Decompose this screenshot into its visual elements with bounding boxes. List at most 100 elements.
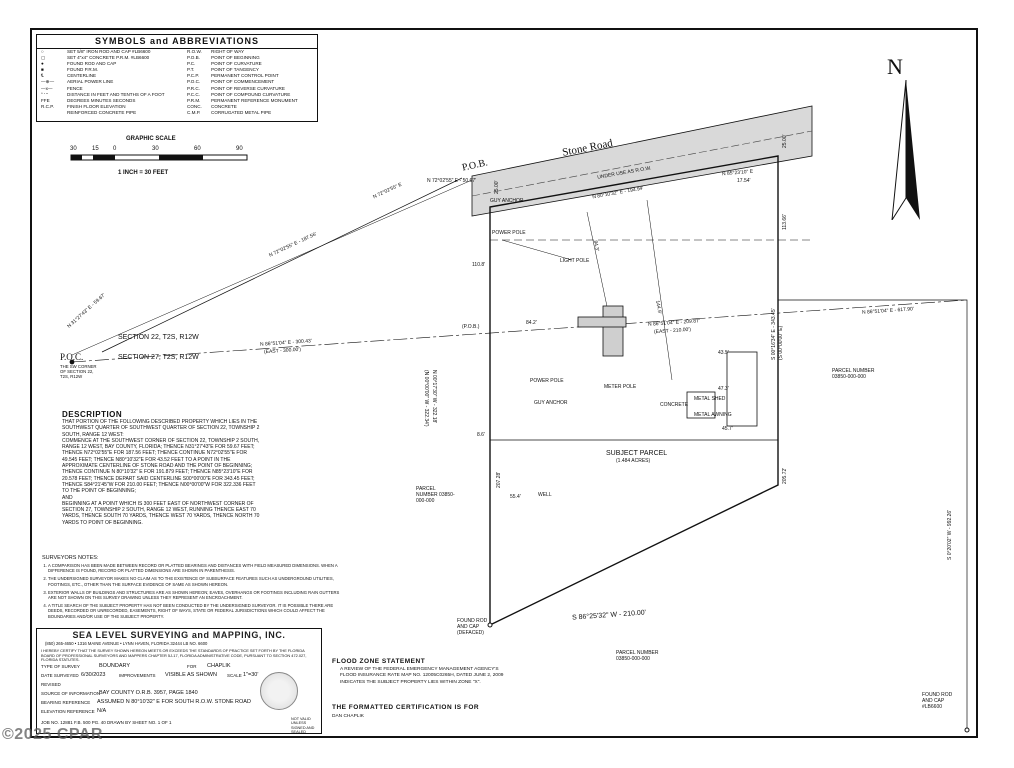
east-paren: (S 00°00'00" E) [778,325,784,360]
concrete-label: CONCRETE [660,402,689,408]
elevation-value: N/A [97,708,107,714]
legend-key: P.R.M. [187,97,201,103]
notes-title: SURVEYORS NOTES: [42,555,99,561]
legend-text: POINT OF BEGINNING [211,55,260,61]
surveyor-notes: SURVEYORS NOTES: A COMPARISON HAS BEEN M… [42,555,342,622]
flood-zone-statement: FLOOD ZONE STATEMENT A REVIEW OF THE FED… [332,658,512,686]
legend-key: C.M.P. [187,109,201,115]
source-value: BAY COUNTY O.R.B. 3957, PAGE 1840 [99,690,198,696]
scale-tick: 30 [70,146,77,152]
power-pole-label: POWER POLE [492,230,526,236]
found-rod-br-label: FOUND ROD AND CAP #LB6600 [922,692,953,710]
note-item: EXTERIOR WALLS OF BUILDINGS AND STRUCTUR… [48,590,342,600]
legend-text: CENTERLINE [67,73,97,79]
legend-text: AERIAL POWER LINE [67,79,114,85]
dist-25b: 25.00' [782,134,788,148]
poc-desc: THE SW CORNER OF SECTION 22, T2S, R12W [60,364,97,379]
scale-tick: 30 [152,146,159,152]
west-bearing: N 00°17'30" W - 322.18' [431,370,437,424]
west-paren: (N 00°00'00" W - 322.34') [423,370,429,427]
legend-text: SET 4"x4" CONCRETE P.R.M. #LB6600 [67,55,150,61]
note-item: A COMPARISON HAS BEEN MADE BETWEEN RECOR… [48,563,342,573]
scale-value: 1"=30' [243,672,259,678]
dist-45: 45.7' [722,426,733,432]
legend-text: DEGREES MINUTES SECONDS [67,97,136,103]
legal-description: DESCRIPTION THAT PORTION OF THE FOLLOWIN… [62,410,307,526]
legend-text: PERMANENT CONTROL POINT [211,73,279,79]
date-label: DATE SURVEYED [41,673,79,678]
legend-key: P.O.B. [187,55,200,61]
road-bearing-3: N 72°02'55" E - 50.67' [427,178,477,184]
date-value: 6/30/2023 [81,672,106,678]
legend-key: P.C. [187,61,196,67]
concrete-pad [726,351,758,427]
scale-tick: 90 [236,146,243,152]
legend-key: —⊕— [41,79,55,85]
scale-bar [70,154,248,161]
section-27: SECTION 27, T2S, R12W [118,354,199,361]
legend-key: ▢ [41,55,46,61]
metal-shed [686,391,716,419]
dist-205: 205.72' [782,467,788,484]
dist-47: 47.3' [718,386,729,392]
symbols-title: SYMBOLS and ABBREVIATIONS [37,36,317,49]
dist-113: 113.66' [782,214,788,230]
formatted-title: THE FORMATTED CERTIFICATION IS FOR [332,704,480,711]
power-pole-label-2: POWER POLE [530,378,564,384]
legend-text: FENCE [67,85,83,91]
dist-55: 55.4' [510,494,521,500]
parcel-right: PARCEL NUMBER 03850-000-000 [832,368,875,380]
subject-parcel-boundary [489,155,779,627]
job-row: JOB NO. 12881 F.B. 500 PG. 40 DRAWN BY S… [41,720,172,725]
legend-key: ○ [41,49,44,54]
legend-text: RIGHT OF WAY [211,49,245,54]
legend-key: P.T. [187,67,195,73]
road-centerline [471,130,813,197]
building-hatched [577,316,627,328]
legend-text: POINT OF COMMENCEMENT [211,79,275,85]
scale-tick: 0 [113,146,117,152]
guy-anchor-label-2: GUY ANCHOR [490,198,524,204]
legend-text: FINISH FLOOR ELEVATION [67,103,126,109]
legend-text: DISTANCE IN FEET AND TENTHS OF A FOOT [67,91,165,97]
acreage: (1.484 ACRES) [616,458,651,464]
flood-body: A REVIEW OF THE FEDERAL EMERGENCY MANAGE… [340,667,504,685]
description-title: DESCRIPTION [62,410,123,419]
far-right-bearing: S 0°20'02" W - 992.26' [947,509,953,560]
legend-key: CONC. [187,103,202,109]
section-line [71,299,968,363]
scale-label: SCALE [227,673,242,678]
legend-key: ° ' " [41,91,48,97]
light-pole-line [501,239,573,261]
parcel-bottom: PARCEL NUMBER 03850-000-000 [616,650,659,662]
symbols-left-text: SET 5/8" IRON ROD AND CAP #LB6600 SET 4"… [67,49,165,116]
surveyor-seal-icon [260,672,298,710]
survey-sheet: SYMBOLS and ABBREVIATIONS ○ ▢ ● ■ ℄ —⊕— … [30,28,978,738]
flood-title: FLOOD ZONE STATEMENT [332,658,426,665]
symbols-right-keys: R.O.W. P.O.B. P.C. P.T. P.C.P. P.O.C. P.… [187,49,202,116]
legend-text: POINT OF TANGENCY [211,67,259,73]
legend-text: SET 5/8" IRON ROD AND CAP #LB6600 [67,49,151,54]
legend-key: P.C.C. [187,91,200,97]
corner-dist: 17.54' [737,178,751,184]
description-body: THAT PORTION OF THE FOLLOWING DESCRIBED … [62,419,260,526]
found-rod-bl [487,622,493,628]
interior-line [646,199,673,381]
dist-43: 43.5' [718,350,729,356]
dist-110: 110.8' [472,262,486,268]
scale-caption: 1 INCH = 30 FEET [118,170,169,176]
legend-text: POINT OF COMPOUND CURVATURE [211,91,291,97]
legend-key: P.O.C. [187,79,201,85]
poc-label: P.O.C. [60,352,84,362]
note-item: A TITLE SEARCH OF THE SUBJECT PROPERTY H… [48,603,342,619]
dist-25a: 25.00' [494,180,500,194]
adjacent-boundary [778,299,968,730]
meter-pole-label: METER POLE [604,384,637,390]
symbols-left-keys: ○ ▢ ● ■ ℄ —⊕— —x— ° ' " FFE R.C.P. [41,49,54,110]
north-arrow-icon [891,80,920,220]
dist-8: 8.6' [477,432,485,438]
legend-text: REINFORCED CONCRETE PIPE [67,109,137,115]
elevation-label: ELEVATION REFERENCE [41,709,95,714]
found-rod-br [964,727,970,733]
type-value: BOUNDARY [99,663,131,669]
